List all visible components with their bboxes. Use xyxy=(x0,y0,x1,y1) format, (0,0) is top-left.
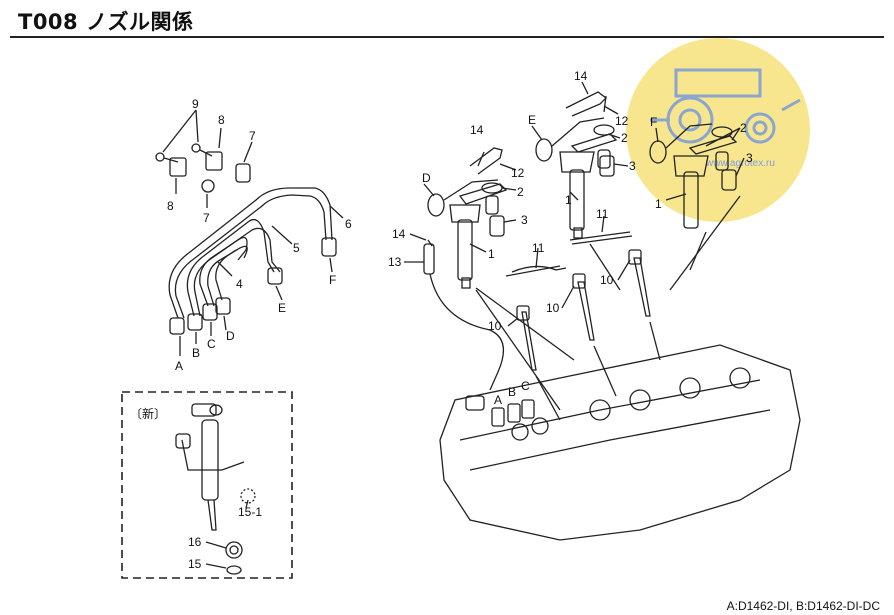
callout-8-top: 8 xyxy=(218,113,225,127)
callout-7-top: 7 xyxy=(249,129,256,143)
callout-C-engine: C xyxy=(521,379,530,393)
callout-4: 4 xyxy=(236,277,243,291)
callout-D-right: D xyxy=(422,171,431,185)
nozzle-holder-1 xyxy=(427,179,499,289)
callout-C: C xyxy=(207,337,216,351)
callout-15: 15 xyxy=(188,557,202,571)
callout-1-c: 1 xyxy=(655,197,662,211)
callout-7-bottom: 7 xyxy=(203,211,210,225)
callout-11-b: 11 xyxy=(596,207,609,221)
callout-F: F xyxy=(329,273,336,287)
callout-5: 5 xyxy=(293,241,300,255)
callout-6: 6 xyxy=(345,217,352,231)
callout-3-c: 3 xyxy=(746,151,753,165)
callout-E-right: E xyxy=(528,113,536,127)
page-title: T008 ノズル関係 xyxy=(18,10,194,34)
callout-E: E xyxy=(278,301,286,315)
callout-9: 9 xyxy=(192,97,199,111)
callout-A-engine: A xyxy=(494,393,502,407)
callout-10-a: 10 xyxy=(488,319,502,333)
watermark-logo: www.agrotex.ru xyxy=(626,38,810,222)
callout-F-right: F xyxy=(650,115,657,129)
callout-14-c: 14 xyxy=(392,227,406,241)
nozzle-holder-2 xyxy=(535,117,605,239)
callout-12-b: 12 xyxy=(615,114,629,128)
callout-15-1: 15-1 xyxy=(238,505,262,519)
cylinder-head xyxy=(439,344,801,541)
injection-pipes xyxy=(168,187,337,335)
model-legend: A:D1462-DI, B:D1462-DI-DC xyxy=(726,599,880,613)
pipe-clamps xyxy=(155,143,251,193)
watermark-text: www.agrotex.ru xyxy=(705,158,775,169)
callout-A: A xyxy=(175,359,183,373)
callout-14-b: 14 xyxy=(574,69,588,83)
callout-12-a: 12 xyxy=(511,166,525,180)
leak-off-pipes xyxy=(423,91,633,391)
callout-D: D xyxy=(226,329,235,343)
inset-label: 〔新〕 xyxy=(130,406,166,421)
callout-3-b: 3 xyxy=(629,159,636,173)
inset-new-type-box xyxy=(121,391,293,579)
callout-2-a: 2 xyxy=(517,185,524,199)
callout-13: 13 xyxy=(388,255,402,269)
callout-8-bottom: 8 xyxy=(167,199,174,213)
nozzle-holder-3 xyxy=(649,123,713,229)
callout-2-c: 2 xyxy=(740,121,747,135)
callout-10-b: 10 xyxy=(546,301,560,315)
callout-B: B xyxy=(192,346,200,360)
callout-11-a: 11 xyxy=(532,241,545,255)
callout-16: 16 xyxy=(188,535,202,549)
callout-14-a: 14 xyxy=(470,123,484,137)
callout-1-b: 1 xyxy=(565,193,572,207)
callout-10-c: 10 xyxy=(600,273,614,287)
title-divider xyxy=(10,36,884,38)
callout-1-a: 1 xyxy=(488,247,495,261)
glow-plugs xyxy=(516,249,651,371)
inset-nozzle-holder xyxy=(175,403,256,575)
callout-3-a: 3 xyxy=(521,213,528,227)
callout-2-b: 2 xyxy=(621,131,628,145)
nozzle-seats xyxy=(489,155,737,237)
callout-B-engine: B xyxy=(508,385,516,399)
